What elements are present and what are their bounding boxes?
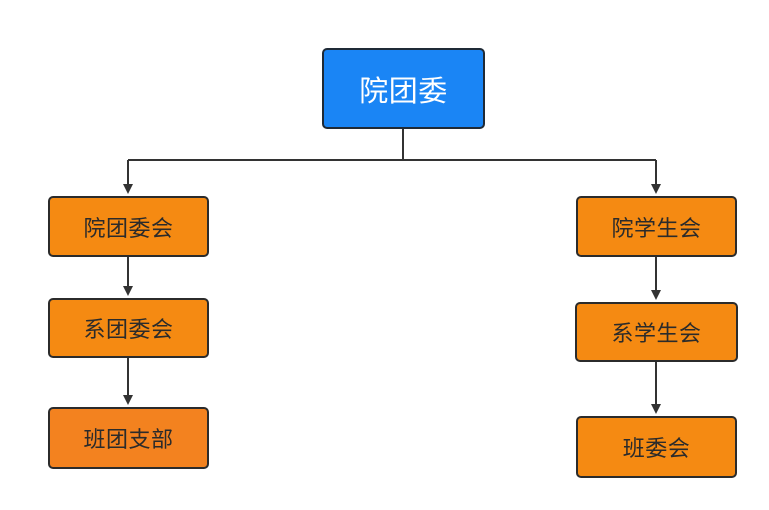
root-node: 院团委 — [322, 48, 485, 129]
left-node-3: 班团支部 — [48, 407, 209, 469]
left-node-1: 院团委会 — [48, 196, 209, 257]
right-node-2: 系学生会 — [575, 302, 738, 362]
right-node-1: 院学生会 — [576, 196, 737, 257]
right-node-3: 班委会 — [576, 416, 737, 478]
left-node-2: 系团委会 — [48, 298, 209, 358]
